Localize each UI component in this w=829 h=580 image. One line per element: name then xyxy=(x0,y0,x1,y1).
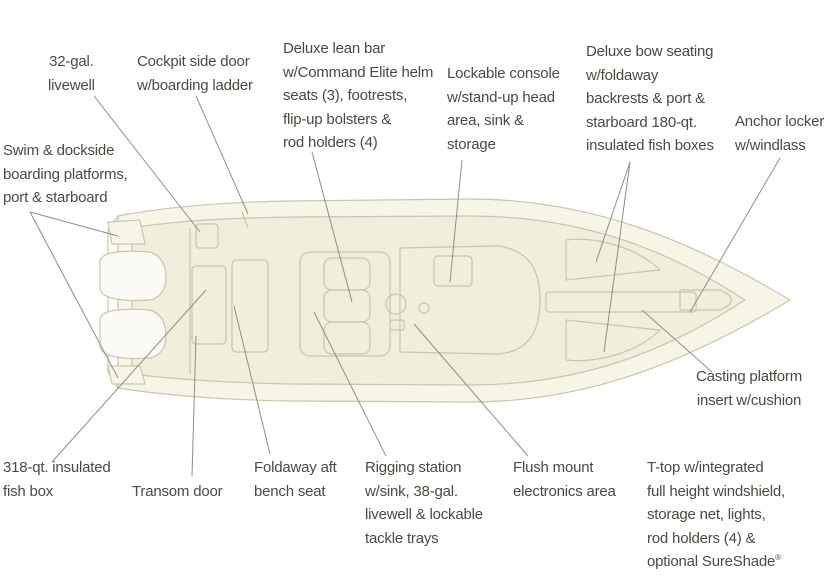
callout-flush-mount: Flush mount electronics area xyxy=(513,459,616,500)
leader-bow-seat-port xyxy=(595,161,631,263)
leader-console xyxy=(449,159,463,283)
engine-starboard xyxy=(99,308,167,360)
leaning-post xyxy=(299,251,391,357)
helm-seat-3 xyxy=(323,321,371,355)
leader-transom-door xyxy=(191,335,197,477)
bench-seat xyxy=(231,259,269,353)
leader-livewell xyxy=(93,95,201,233)
leader-lean-bar xyxy=(311,151,353,303)
boat-hull-drawing xyxy=(99,198,791,403)
callout-anchor-locker: Anchor locker w/windlass xyxy=(735,113,825,154)
callout-t-top-text: T-top w/integrated full height windshiel… xyxy=(647,459,785,570)
leader-swim-starboard xyxy=(29,211,119,379)
callout-transom-door: Transom door xyxy=(132,483,223,500)
swim-platform-starboard xyxy=(107,365,146,385)
leader-flush-mount xyxy=(413,323,529,457)
callout-t-top: T-top w/integrated full height windshiel… xyxy=(647,456,785,574)
callout-livewell-32gal: 32-gal. livewell xyxy=(48,53,95,94)
anchor-locker-hatch xyxy=(679,289,732,311)
leader-anchor-locker xyxy=(689,157,781,313)
leader-swim-port xyxy=(29,211,119,237)
callout-rigging-station: Rigging station w/sink, 38-gal. livewell… xyxy=(365,459,483,547)
callout-swim-platforms: Swim & dockside boarding platforms, port… xyxy=(3,142,128,206)
console-detail xyxy=(418,302,430,314)
helm-wheel xyxy=(385,293,407,315)
side-door xyxy=(241,211,249,229)
leader-bow-seat-starboard xyxy=(603,161,631,353)
bow-seat-port xyxy=(565,238,661,281)
callout-fish-box-318: 318-qt. insulated fish box xyxy=(3,459,111,500)
leader-bench-seat xyxy=(233,305,271,455)
registered-mark: ® xyxy=(775,553,781,562)
gunwale-inner-line xyxy=(131,215,746,386)
leader-side-door xyxy=(195,95,249,215)
engine-port xyxy=(99,250,167,302)
callout-bow-seating: Deluxe bow seating w/foldaway backrests … xyxy=(586,43,714,154)
livewell-hatch xyxy=(195,223,219,249)
callout-casting-platform: Casting platform insert w/cushion xyxy=(696,368,803,409)
callout-console: Lockable console w/stand-up head area, s… xyxy=(447,65,560,153)
leader-casting-platform xyxy=(641,309,713,373)
callout-cockpit-side-door: Cockpit side door w/boarding ladder xyxy=(137,53,253,94)
swim-platform-port xyxy=(107,219,146,245)
bow-seat-starboard xyxy=(565,319,661,362)
callout-foldaway-bench: Foldaway aft bench seat xyxy=(254,459,337,500)
throttle-box xyxy=(389,319,405,331)
callout-lean-bar: Deluxe lean bar w/Command Elite helm sea… xyxy=(283,40,434,151)
console xyxy=(399,245,541,355)
leader-rigging-station xyxy=(313,311,387,457)
leader-fish-box xyxy=(51,289,207,463)
leader-lines xyxy=(29,95,781,477)
